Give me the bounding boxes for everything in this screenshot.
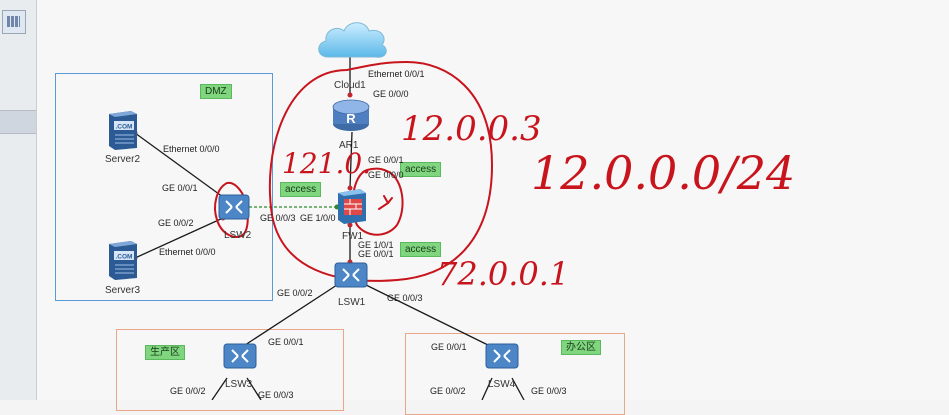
router-label: AR1 xyxy=(339,140,359,151)
port-label: GE 0/0/1 xyxy=(368,155,404,165)
server3-label: Server3 xyxy=(105,285,141,296)
zone-tag-production: 生产区 xyxy=(145,345,185,360)
server-icon: .COM xyxy=(109,111,137,150)
switch-icon xyxy=(223,343,257,369)
lsw3-device[interactable] xyxy=(222,340,258,372)
link-lsw3-down-left xyxy=(211,377,228,400)
svg-text:R: R xyxy=(346,111,356,126)
port-label: GE 0/0/0 xyxy=(373,89,409,99)
annotation-ip-1: 12.0.0.3 xyxy=(401,109,542,149)
svg-text:.COM: .COM xyxy=(116,124,133,131)
router-icon: R xyxy=(332,99,370,131)
lsw4-label: LSW4 xyxy=(488,379,516,390)
port-label: GE 0/0/1 xyxy=(358,249,394,259)
left-toolbar xyxy=(0,0,37,400)
annotation-circle-lsw2 xyxy=(214,181,249,238)
annotation-ip-2: 12.0.0.0/24 xyxy=(531,146,796,200)
port-label: Ethernet 0/0/0 xyxy=(159,247,216,257)
annotation-ip-4: 121.0. xyxy=(282,147,372,180)
link-server2-lsw2 xyxy=(134,132,224,198)
annotation-circle-large xyxy=(268,60,494,282)
port-label: GE 1/0/0 xyxy=(300,213,336,223)
port-label: GE 0/0/3 xyxy=(260,213,296,223)
switch-icon xyxy=(218,194,250,220)
svg-text:.COM: .COM xyxy=(116,254,133,261)
port-label: GE 0/0/1 xyxy=(268,337,304,347)
link-lsw1-lsw4 xyxy=(361,282,493,348)
link-server3-lsw2 xyxy=(134,217,224,259)
server-icon: .COM xyxy=(109,241,137,280)
dmz-zone xyxy=(55,73,273,301)
link-lsw4-down-left xyxy=(481,377,493,400)
port-label: GE 0/0/0 xyxy=(368,170,404,180)
port-label: Ethernet 0/0/0 xyxy=(163,144,220,154)
port-label: GE 1/0/1 xyxy=(358,240,394,250)
port-label: GE 0/0/2 xyxy=(430,386,466,396)
firewall-label: FW1 xyxy=(342,231,364,242)
link-lsw1-lsw3 xyxy=(241,282,341,348)
port-label: GE 0/0/2 xyxy=(277,288,313,298)
server2-device[interactable]: .COM xyxy=(107,110,139,150)
link-lsw4-down-right xyxy=(511,377,525,400)
server2-label: Server2 xyxy=(105,154,141,165)
lsw2-device[interactable] xyxy=(217,192,251,222)
device-palette-icon[interactable] xyxy=(2,10,26,34)
zone-tag-dmz: DMZ xyxy=(200,84,232,99)
port-label: Ethernet 0/0/1 xyxy=(368,69,425,79)
topology-links xyxy=(132,56,525,400)
cloud-label: Cloud1 xyxy=(334,80,366,91)
link-lsw3-down-right xyxy=(246,377,262,400)
access-tag-left: access xyxy=(280,182,322,197)
access-tag-top: access xyxy=(400,162,442,177)
palette-selected-row[interactable] xyxy=(0,110,36,134)
router-device[interactable]: R xyxy=(331,97,371,133)
annotation-ip-3: 72.0.0.1 xyxy=(437,255,570,293)
zone-tag-office: 办公区 xyxy=(561,340,601,355)
port-label: GE 0/0/3 xyxy=(258,390,294,400)
lsw2-label: LSW2 xyxy=(224,230,252,241)
switch-icon xyxy=(334,262,368,288)
link-ar1-fw1 xyxy=(349,131,353,189)
annotation-tick xyxy=(378,195,393,210)
port-label: GE 0/0/2 xyxy=(158,218,194,228)
port-label: GE 0/0/2 xyxy=(170,386,206,396)
port-label: GE 0/0/3 xyxy=(387,293,423,303)
access-tag-bottom: access xyxy=(400,242,442,257)
cloud-device[interactable] xyxy=(314,17,390,63)
server3-device[interactable]: .COM xyxy=(107,240,139,280)
port-label: GE 0/0/1 xyxy=(431,342,467,352)
firewall-device[interactable] xyxy=(334,187,368,225)
firewall-icon xyxy=(338,189,366,224)
lsw3-label: LSW3 xyxy=(225,379,253,390)
port-label: GE 0/0/3 xyxy=(531,386,567,396)
cloud-icon xyxy=(318,22,387,58)
lsw1-label: LSW1 xyxy=(338,297,366,308)
lsw4-device[interactable] xyxy=(484,340,520,372)
lsw1-device[interactable] xyxy=(333,259,369,291)
port-label: GE 0/0/1 xyxy=(162,183,198,193)
topology-canvas[interactable]: Cloud1 R AR1 FW1 xyxy=(37,0,949,415)
switch-icon xyxy=(485,343,519,369)
